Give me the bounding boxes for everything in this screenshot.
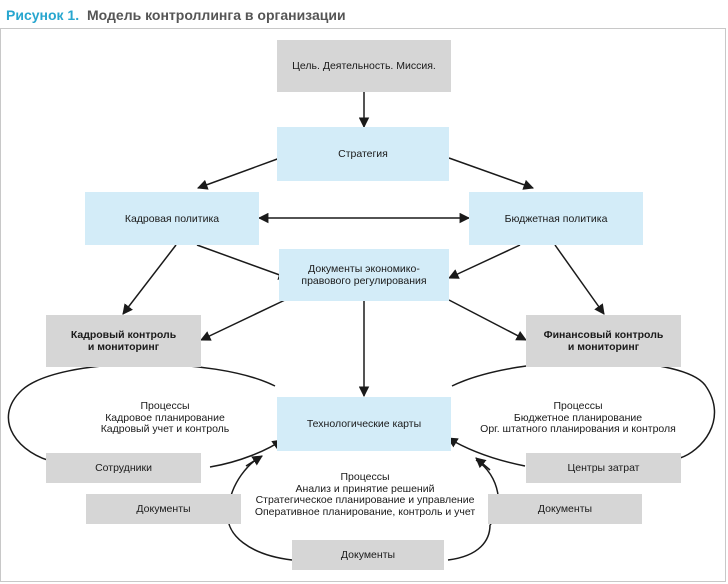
tech-maps-box: Технологические карты [277,397,451,451]
hr-control-box: Кадровый контроль и мониторинг [46,315,201,367]
arrow-strategy-to-hr-policy [197,157,281,190]
goal-box: Цель. Деятельность. Миссия. [277,40,451,92]
arrow-strategy-to-budget-policy [448,157,534,190]
arrow-budget-policy-to-documents [448,244,521,279]
budget-policy-box: Бюджетная политика [469,192,643,245]
cost-centers-box: Центры затрат [526,453,681,483]
documents-right-box: Документы [488,494,642,524]
figure-label: Рисунок 1. [6,7,80,23]
management-cycle-arrow-left [245,455,263,467]
arrow-documents-to-fin-control [448,299,527,341]
strategy-box: Стратегия [277,127,449,181]
hr-processes-text: Процессы Кадровое планирование Кадровый … [100,400,230,435]
budget-processes-text: Процессы Бюджетное планирование Орг. шта… [480,400,676,435]
regulatory-documents-box: Документы экономико- правового регулиров… [279,249,449,301]
documents-bottom-box: Документы [292,540,444,570]
budget-process-cycle [448,360,716,467]
fin-control-box: Финансовый контроль и мониторинг [526,315,681,367]
figure-frame [0,28,726,582]
figure-title-text: Модель контроллинга в организации [87,7,346,23]
arrow-documents-to-hr-control [200,299,286,341]
employees-box: Сотрудники [46,453,201,483]
documents-left-box: Документы [86,494,241,524]
arrow-hr-policy-to-documents [196,244,289,280]
hr-policy-box: Кадровая политика [85,192,259,245]
management-processes-text: Процессы Анализ и принятие решений Страт… [254,471,476,518]
arrow-hr-policy-to-hr-control [122,244,177,315]
arrow-budget-policy-to-fin-control [554,244,605,315]
figure-title: Рисунок 1. Модель контроллинга в организ… [6,7,346,23]
management-cycle-arrow-right [475,457,491,471]
